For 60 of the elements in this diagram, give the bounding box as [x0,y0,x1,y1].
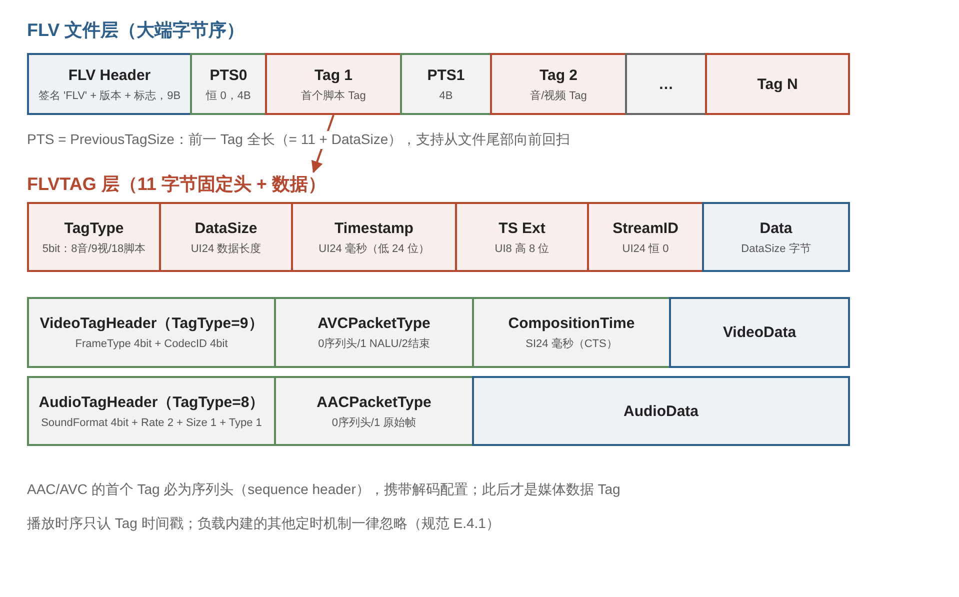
field-name: TS Ext [498,218,546,238]
field-name: StreamID [612,218,678,238]
field-box [490,53,627,115]
field-description: SoundFormat 4bit + Rate 2 + Size 1 + Type 1 [40,416,263,430]
field-name: AACPacketType [316,392,432,412]
heading: FLVTAG 层（11 字节固定头 + 数据） [27,172,326,196]
field-name: CompositionTime [508,314,635,333]
field-name: VideoData [722,323,796,342]
field-name: Tag 2 [539,66,578,84]
field-name: PTS0 [210,66,248,84]
field-box [472,376,850,446]
field-box [400,53,492,115]
field-name: TagType [64,218,124,238]
field-description: FrameType 4bit + CodecID 4bit [74,338,229,351]
field-description: 0序列头/1 原始帧 [330,416,418,430]
field-description: 5bit：8音/9视/18脚本 [41,242,147,256]
field-description: 0序列头/1 NALU/2结束 [317,338,431,351]
field-box [27,53,192,115]
field-box [455,202,589,272]
field-name: Tag N [757,74,798,94]
field-name: AVCPacketType [318,314,430,333]
field-description: UI8 高 8 位 [494,242,550,256]
field-description: 音/视频 Tag [529,90,588,102]
field-description: UI24 数据长度 [190,242,262,256]
field-box [291,202,457,272]
field-box [274,376,474,446]
field-description: UI24 毫秒（低 24 位） [318,242,430,256]
field-box [702,202,850,272]
field-box [625,53,707,115]
heading: FLV 文件层（大端字节序） [27,19,245,42]
field-description: 恒 0，4B [204,90,252,102]
field-description: 首个脚本 Tag [300,90,367,102]
field-box [705,53,850,115]
field-name: PTS1 [427,66,465,84]
field-description: 4B [438,90,454,102]
field-name: Data [760,218,792,238]
note-text: AAC/AVC 的首个 Tag 必为序列头（sequence header），携带解码配置；此后才是媒体数据 Tag [27,481,620,499]
field-name: Tag 1 [314,66,353,84]
field-box [265,53,402,115]
field-name: Timestamp [334,218,414,238]
field-box [274,297,474,368]
field-name: VideoTagHeader（TagType=9） [40,314,264,333]
field-box [27,202,161,272]
field-name: AudioTagHeader（TagType=8） [38,392,264,412]
field-description: 签名 'FLV' + 版本 + 标志，9B [37,90,182,102]
field-box [669,297,850,368]
field-name: AudioData [624,402,698,420]
field-box [27,376,276,446]
field-description: DataSize 字节 [740,242,812,256]
field-description: UI24 恒 0 [621,242,670,256]
field-name: … [658,74,674,94]
field-description: SI24 毫秒（CTS） [524,338,618,351]
field-box [159,202,293,272]
field-box [190,53,267,115]
field-name: FLV Header [68,66,151,84]
field-name: DataSize [194,218,258,238]
field-box [472,297,671,368]
field-box [27,297,276,368]
note-text: PTS = PreviousTagSize：前一 Tag 全长（= 11 + DataSize），支持从文件尾部向前回扫 [27,131,570,149]
field-box [587,202,704,272]
